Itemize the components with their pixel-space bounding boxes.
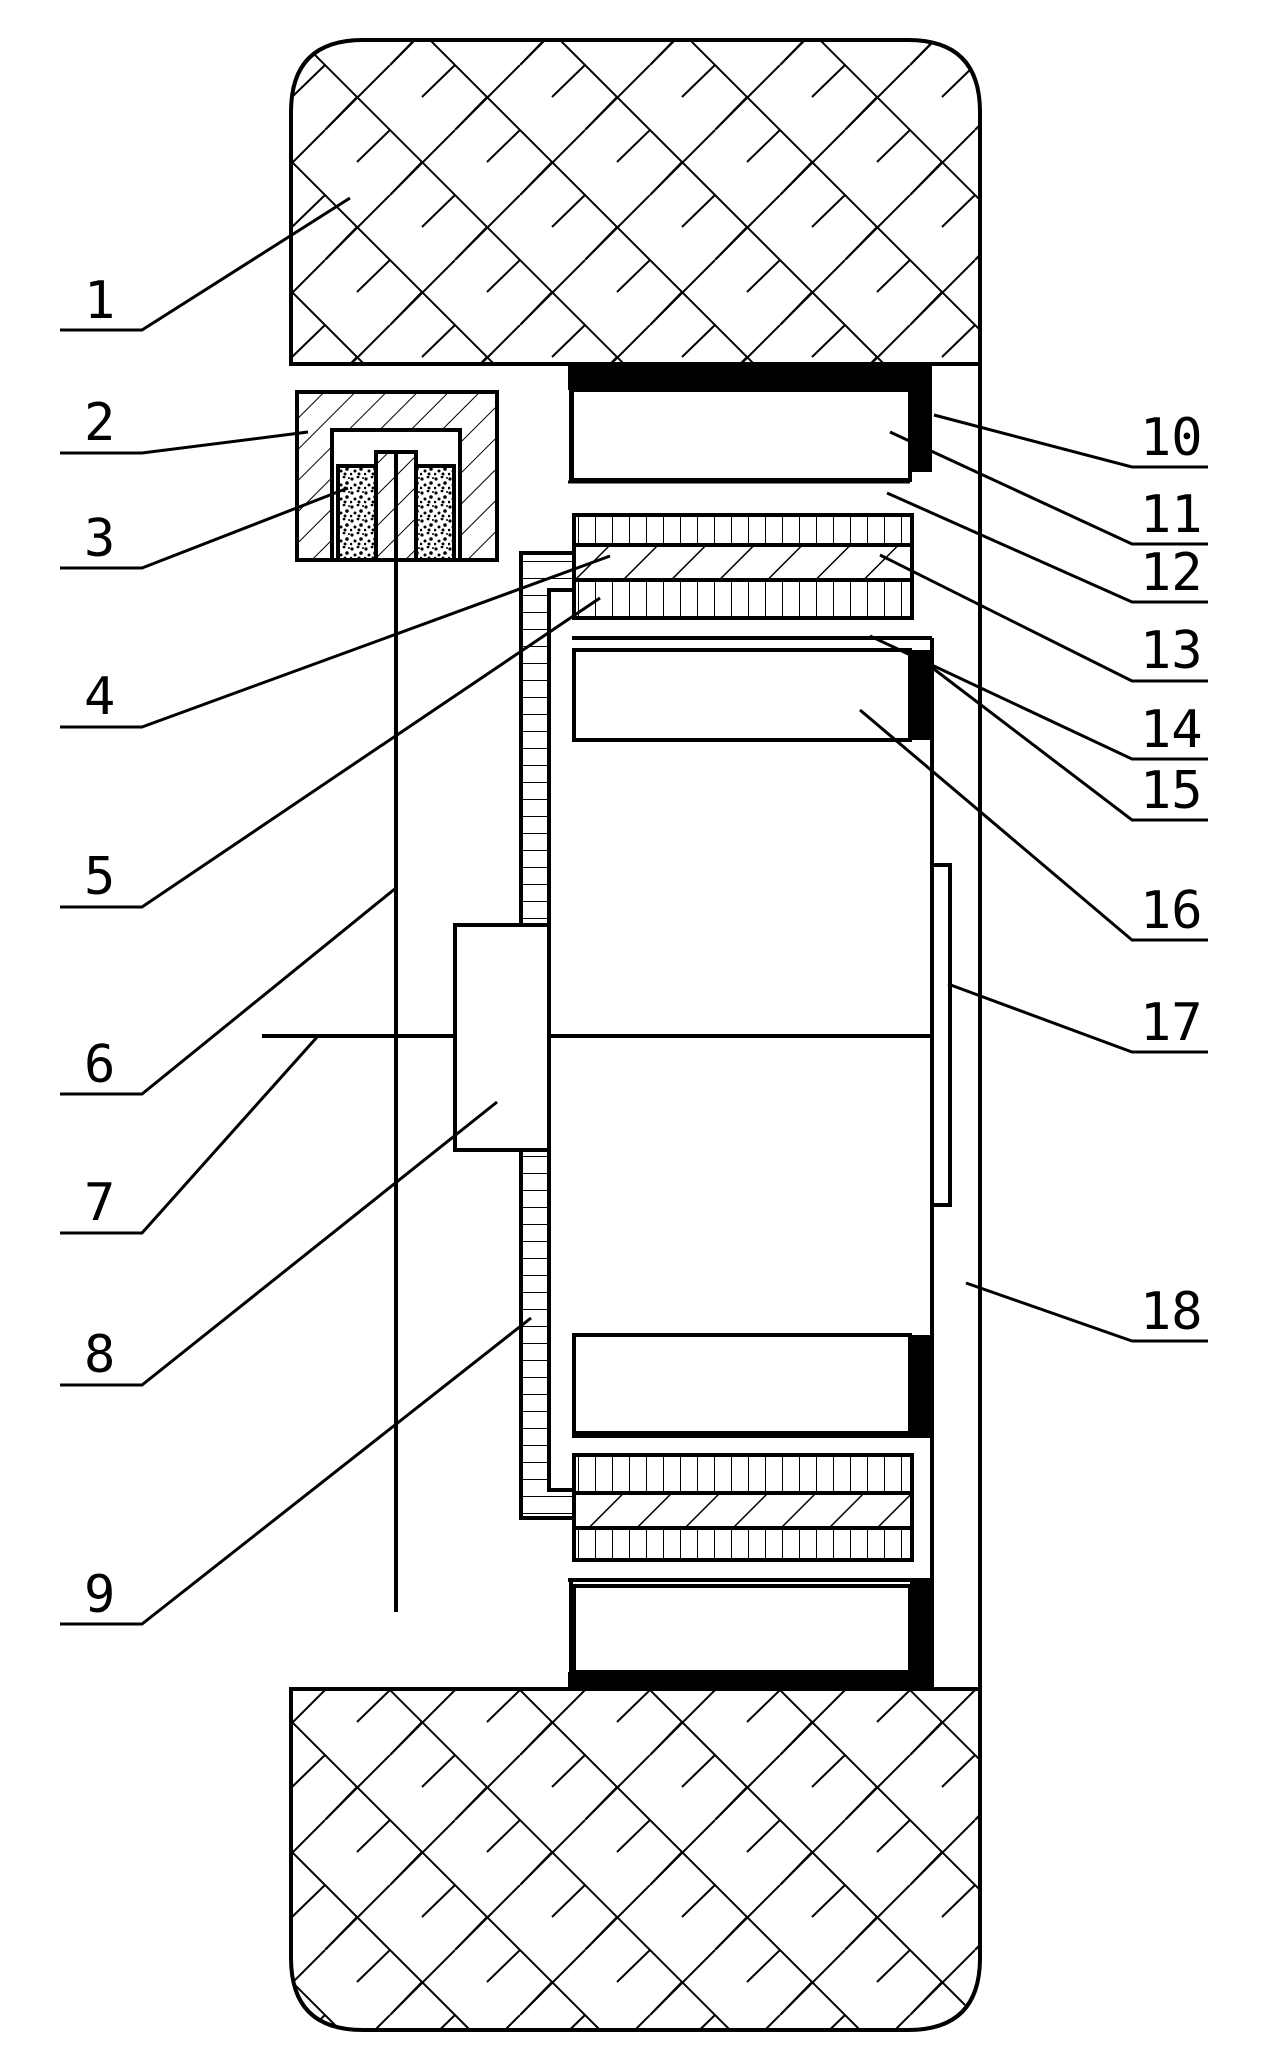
- upper-coil-bottom: [572, 578, 914, 620]
- upper-block: [570, 388, 912, 482]
- magnet-right: [414, 464, 456, 562]
- lower-coil-top: [572, 1453, 914, 1495]
- label-8: 8: [84, 1325, 115, 1385]
- lower-coil-bottom: [572, 1526, 914, 1562]
- label-15: 15: [1140, 761, 1203, 821]
- bottom-black-band: [568, 1672, 932, 1689]
- top-block: [289, 38, 982, 366]
- label-7: 7: [84, 1173, 115, 1233]
- label-17: 17: [1140, 993, 1203, 1053]
- label-2: 2: [84, 393, 115, 453]
- center-hub: [453, 923, 551, 1152]
- lower-coil-middle: [572, 1491, 914, 1530]
- bottom-inner-block: [572, 1584, 912, 1674]
- label-14: 14: [1140, 700, 1203, 760]
- label-6: 6: [84, 1035, 115, 1095]
- label-18: 18: [1140, 1282, 1203, 1342]
- top-black-band: [568, 364, 932, 390]
- side-plate: [930, 863, 952, 1207]
- upper-coil-middle: [572, 543, 914, 582]
- right-black-bar-mid: [910, 650, 932, 740]
- magnet-left: [336, 464, 378, 562]
- label-5: 5: [84, 847, 115, 907]
- label-10: 10: [1140, 408, 1203, 468]
- label-4: 4: [84, 667, 115, 727]
- bottom-block: [289, 1687, 982, 2032]
- lower-block: [572, 1333, 912, 1435]
- right-black-bar-bottom: [910, 1580, 932, 1689]
- right-black-bar-lower: [910, 1335, 932, 1435]
- right-black-bar-top: [910, 364, 932, 472]
- label-12: 12: [1140, 543, 1203, 603]
- label-1: 1: [84, 271, 115, 331]
- second-block: [572, 648, 912, 742]
- label-3: 3: [84, 509, 115, 569]
- upper-coil-top: [572, 513, 914, 547]
- label-9: 9: [84, 1565, 115, 1625]
- label-13: 13: [1140, 621, 1203, 681]
- label-11: 11: [1140, 485, 1203, 545]
- label-16: 16: [1140, 881, 1203, 941]
- leader-lines: [60, 196, 1208, 1626]
